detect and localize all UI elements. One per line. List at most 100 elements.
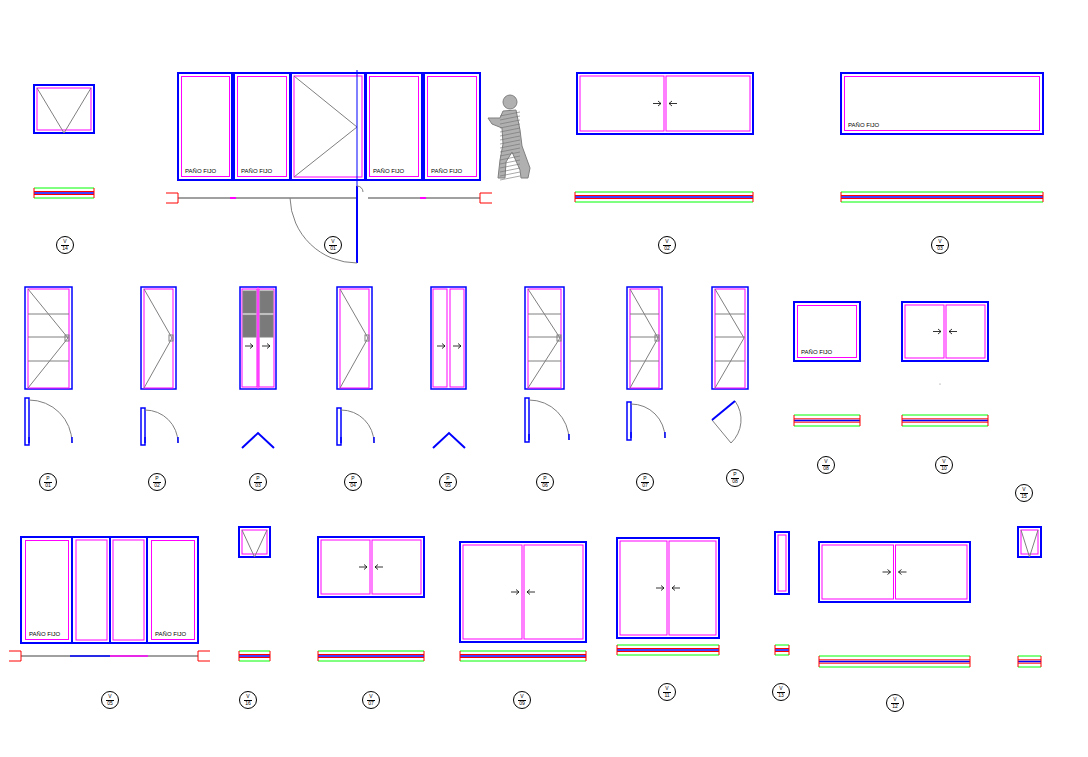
folding-plan [242,433,274,448]
plan-line [460,654,586,655]
person-hatch [500,140,520,144]
person-hatch [500,128,520,132]
wall-bracket [198,651,210,661]
door-plan-leaf [712,401,735,420]
door-plan-leaf [141,408,145,445]
door-frame [525,287,564,389]
slide-arrow [442,344,445,349]
window-frame [902,302,988,361]
panel-label: PAÑO FIJO [801,349,832,355]
person-hatch [500,120,520,124]
callout-circle: P02 [148,473,166,491]
plan-line [1018,663,1041,664]
plan-line [270,651,271,661]
opening-line [528,289,560,388]
window-frame [147,537,198,643]
plan-line [819,667,970,668]
window-frame [21,537,198,643]
fixed-panel: PAÑO FIJO [427,76,477,177]
plan-line [1041,656,1042,667]
plan-line [21,655,198,657]
callout-text: 14 [62,246,68,252]
window-frame [577,73,753,134]
plan-line [239,661,270,662]
plan-line [775,645,776,655]
plan-line [424,651,425,661]
callout-text: 07 [368,701,374,707]
slide-arrow [250,344,253,349]
callout-text: 05 [107,701,113,707]
panel-label: PAÑO FIJO [431,168,462,174]
plan-line [1018,661,1041,663]
callout-text: 16 [245,701,251,707]
door-rail [715,337,745,338]
plan-line [460,655,586,657]
slide-arrow [672,588,680,589]
person-body [488,110,530,178]
door-frame [141,287,176,389]
plan-line [318,661,424,662]
door-plan-leaf [25,398,29,445]
door-leaf [144,289,173,388]
plan-line [841,198,1043,199]
window-frame [318,537,424,597]
callout-circle: P07 [636,473,654,491]
plan-line [460,657,586,658]
door-plan-jamb [664,432,666,438]
door-frame [337,287,372,389]
plan-line [789,645,790,655]
glass-panel [294,76,362,177]
door-frame [240,287,276,389]
plan-line [110,655,148,657]
plan-line [239,654,270,655]
person-hatch [500,148,520,152]
callout-text: 04 [350,483,356,489]
plan-line [575,192,576,202]
fixed-panel: PAÑO FIJO [151,540,195,640]
plan-line [902,420,988,422]
plan-line [819,656,820,667]
plan-line [1018,667,1041,668]
door-plan-leaf [337,408,341,445]
door-leaf [242,289,257,387]
callout-text: 02 [664,246,670,252]
plan-line [775,645,789,646]
callout-circle: P03 [249,473,267,491]
door-plan-jamb [630,432,632,438]
person-hatch [500,112,520,116]
panel-label: PAÑO FIJO [848,122,879,128]
plan-line [1018,659,1041,660]
opening-line [715,289,744,388]
fixed-panel: PAÑO FIJO [797,305,857,358]
door-leaf [340,289,369,388]
door-glass [243,291,256,313]
window-frame [841,73,1043,134]
door-leaf [450,289,464,387]
callout-circle: V03 [931,236,949,254]
slide-arrow [658,101,661,106]
opening-line [37,88,91,133]
glass-panel [524,545,583,639]
glass-panel [372,540,421,594]
opening-line [340,289,368,388]
plan-line [902,426,988,427]
plan-line [368,197,480,199]
opening-line [28,289,68,388]
plan-line [1043,192,1044,202]
door-leaf [28,289,69,388]
glass-panel [113,540,144,640]
door-plan-leaf [627,402,631,440]
door-plan-jamb [373,437,375,443]
glass-panel [580,76,664,131]
callout-text: 03 [255,483,261,489]
plan-line [775,649,789,651]
plan-line [617,645,618,655]
door-plan-leaf [356,186,358,263]
callout-text: 01 [45,483,51,489]
slide-arrow [359,567,367,568]
door-frame [431,287,466,389]
plan-line [34,192,94,194]
window-frame [234,73,290,180]
glass-panel [896,545,968,599]
slide-arrow [883,572,891,573]
